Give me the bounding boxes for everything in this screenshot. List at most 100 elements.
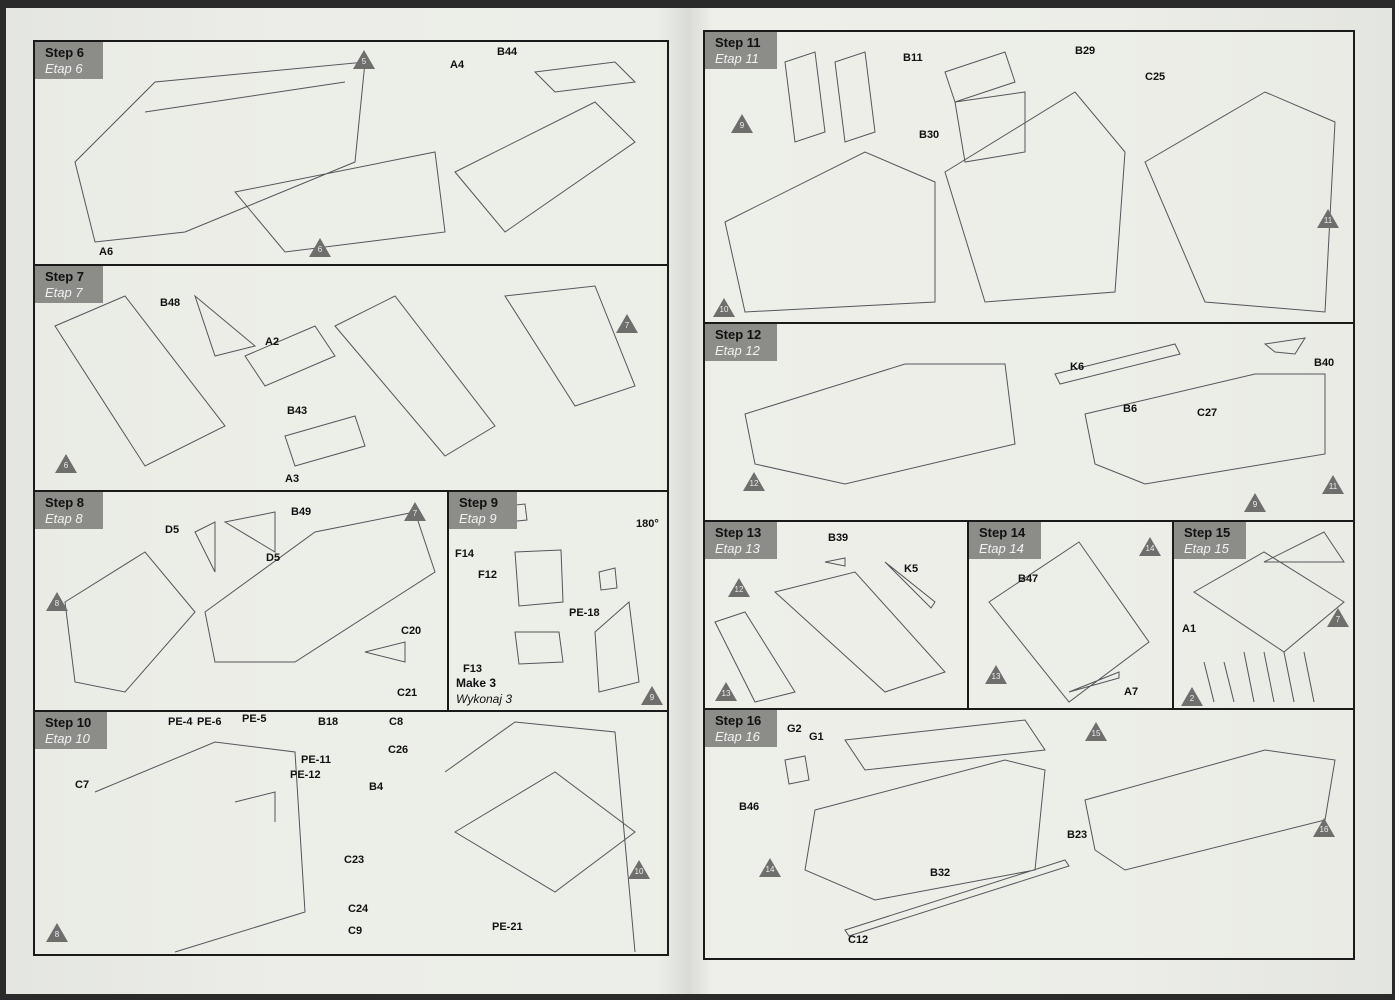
part-label: D5 bbox=[266, 552, 281, 564]
part-label: B39 bbox=[828, 532, 849, 544]
step-title: Step 12 bbox=[715, 327, 762, 342]
make-quantity: Make 3 bbox=[456, 676, 497, 690]
part-label: A1 bbox=[1182, 623, 1197, 635]
step-13-diagram bbox=[714, 557, 946, 703]
make-quantity-pl: Wykonaj 3 bbox=[456, 692, 513, 706]
step-title: Step 7 bbox=[45, 269, 85, 284]
part-label: B29 bbox=[1075, 45, 1096, 57]
part-label: A7 bbox=[1124, 686, 1139, 698]
step-14-diagram bbox=[988, 541, 1150, 703]
step-subtitle: Etap 16 bbox=[715, 729, 760, 744]
part-label: C27 bbox=[1197, 407, 1218, 419]
step-title: Step 15 bbox=[1184, 525, 1231, 540]
step-11-diagram bbox=[724, 51, 1336, 313]
part-label: B43 bbox=[287, 405, 308, 417]
part-label: PE-21 bbox=[492, 921, 523, 933]
part-label: B11 bbox=[903, 52, 923, 64]
part-label: B32 bbox=[930, 867, 951, 879]
part-label: B30 bbox=[919, 129, 940, 141]
step-15-diagram bbox=[1193, 531, 1345, 703]
part-label: C25 bbox=[1145, 71, 1166, 83]
part-label: B18 bbox=[318, 716, 339, 728]
part-label: C23 bbox=[344, 854, 365, 866]
part-label: B4 bbox=[369, 781, 384, 793]
step-title: Step 14 bbox=[979, 525, 1026, 540]
step-title: Step 10 bbox=[45, 715, 92, 730]
step-8-diagram bbox=[64, 511, 436, 693]
step-16-diagram bbox=[784, 719, 1336, 937]
part-label: C21 bbox=[397, 687, 418, 699]
part-label: PE-12 bbox=[290, 769, 321, 781]
part-label: PE-5 bbox=[242, 713, 267, 725]
part-label: F13 bbox=[463, 663, 482, 675]
step-subtitle: Etap 13 bbox=[715, 541, 760, 556]
part-label: PE-4 bbox=[168, 716, 193, 728]
step-subtitle: Etap 11 bbox=[715, 51, 759, 66]
part-label: B48 bbox=[160, 297, 181, 309]
part-label: A6 bbox=[99, 246, 114, 258]
part-label: B46 bbox=[739, 801, 760, 813]
step-subtitle: Etap 8 bbox=[45, 511, 83, 526]
step-subtitle: Etap 15 bbox=[1184, 541, 1229, 556]
part-label: C12 bbox=[848, 934, 869, 946]
step-subtitle: Etap 10 bbox=[45, 731, 90, 746]
step-9-diagram bbox=[504, 503, 640, 693]
part-label: K5 bbox=[904, 563, 919, 575]
step-title: Step 6 bbox=[45, 45, 85, 60]
part-label: F14 bbox=[455, 548, 474, 560]
part-label: C24 bbox=[348, 903, 369, 915]
step-title: Step 11 bbox=[715, 35, 761, 50]
step-7-diagram bbox=[54, 285, 636, 467]
part-label: B40 bbox=[1314, 357, 1335, 369]
part-label: B23 bbox=[1067, 829, 1088, 841]
part-label: C8 bbox=[389, 716, 404, 728]
step-title: Step 16 bbox=[715, 713, 762, 728]
part-label: F12 bbox=[478, 569, 497, 581]
step-subtitle: Etap 12 bbox=[715, 343, 760, 358]
part-label: A3 bbox=[285, 473, 300, 485]
part-label: PE-11 bbox=[301, 754, 331, 766]
part-label: C26 bbox=[388, 744, 409, 756]
step-12-diagram bbox=[744, 337, 1326, 485]
part-label: B6 bbox=[1123, 403, 1138, 415]
step-subtitle: Etap 14 bbox=[979, 541, 1024, 556]
part-label: C20 bbox=[401, 625, 422, 637]
part-label: A4 bbox=[450, 59, 465, 71]
step-title: Step 13 bbox=[715, 525, 762, 540]
step-subtitle: Etap 9 bbox=[459, 511, 497, 526]
part-label: B44 bbox=[497, 46, 518, 58]
part-label: G1 bbox=[809, 731, 824, 743]
rotation-label: 180° bbox=[636, 518, 659, 530]
step-title: Step 9 bbox=[459, 495, 499, 510]
step-10-diagram bbox=[94, 721, 636, 953]
part-label: A2 bbox=[265, 336, 280, 348]
part-label: G2 bbox=[787, 723, 802, 735]
step-6-diagram bbox=[74, 61, 637, 253]
step-title: Step 8 bbox=[45, 495, 85, 510]
step-subtitle: Etap 6 bbox=[45, 61, 83, 76]
part-label: C7 bbox=[75, 779, 90, 791]
step-subtitle: Etap 7 bbox=[45, 285, 83, 300]
part-label: B47 bbox=[1018, 573, 1039, 585]
